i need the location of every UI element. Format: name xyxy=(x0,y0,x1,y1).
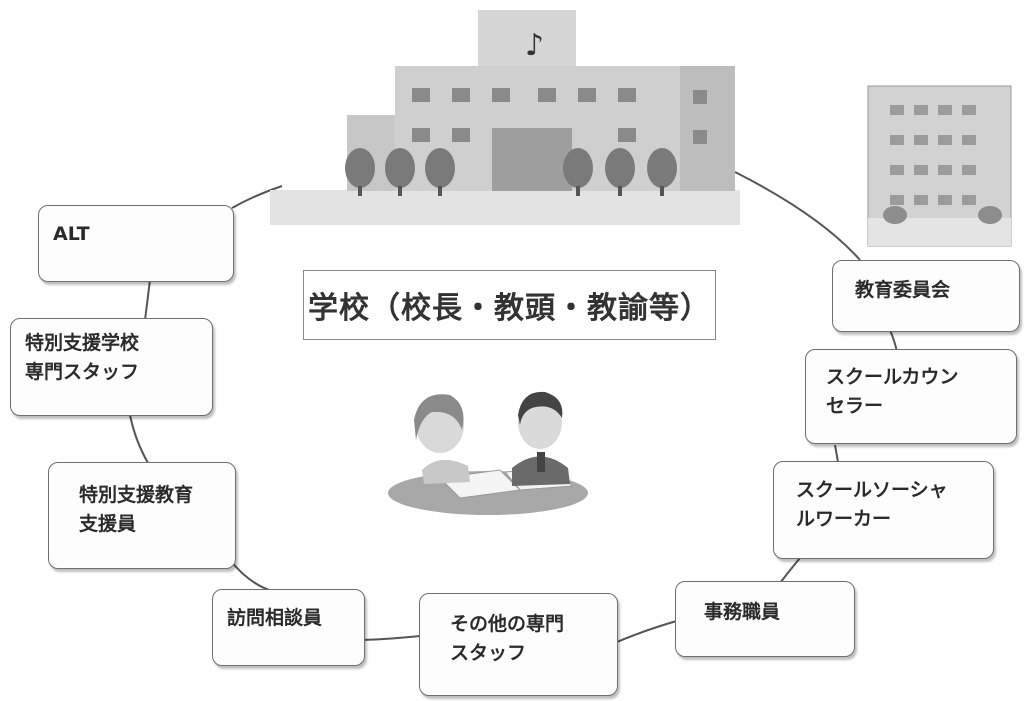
node-board-of-education-label: 教育委員会 xyxy=(855,279,951,301)
connector-special-school-assistant xyxy=(129,414,149,464)
node-visiting-counselor-label: 訪問相談員 xyxy=(227,607,323,629)
svg-text:♪: ♪ xyxy=(525,28,544,63)
node-special-support-assistant-label: 特別支援教育 支援員 xyxy=(79,484,194,536)
node-school-counselor: スクールカウン セラー xyxy=(805,349,1017,444)
node-office-staff: 事務職員 xyxy=(675,581,855,657)
connector-school-board xyxy=(734,171,861,261)
node-visiting-counselor: 訪問相談員 xyxy=(212,589,365,666)
school-building-illustration: ♪ xyxy=(270,10,740,225)
node-other-staff-label: その他の専門 スタッフ xyxy=(450,613,565,665)
node-special-school-staff: 特別支援学校 専門スタッフ xyxy=(10,318,213,416)
connector-social-counselor xyxy=(834,444,839,463)
office-building-illustration xyxy=(867,85,1012,247)
node-alt-label: ALT xyxy=(53,223,90,245)
node-special-support-assistant: 特別支援教育 支援員 xyxy=(48,462,236,569)
node-school-social-worker: スクールソーシャ ルワーカー xyxy=(773,461,994,559)
connector-other-office xyxy=(616,619,681,643)
connector-lines xyxy=(129,171,898,643)
node-other-staff: その他の専門 スタッフ xyxy=(419,593,618,696)
connector-office-social xyxy=(779,557,801,584)
school-center-text: 学校（校長・教頭・教諭等） xyxy=(308,291,711,326)
connector-assistant-visiting xyxy=(229,559,276,593)
node-school-counselor-label: スクールカウン セラー xyxy=(826,366,959,418)
node-alt: ALT xyxy=(38,205,234,282)
school-center-label: 学校（校長・教頭・教諭等） xyxy=(303,270,716,340)
node-board-of-education: 教育委員会 xyxy=(832,260,1020,332)
connector-alt-special-school xyxy=(144,279,151,321)
node-school-social-worker-label: スクールソーシャ ルワーカー xyxy=(796,479,948,531)
connector-school-alt xyxy=(231,185,283,209)
meeting-people-illustration xyxy=(388,391,588,515)
node-special-school-staff-label: 特別支援学校 専門スタッフ xyxy=(25,332,140,384)
node-office-staff-label: 事務職員 xyxy=(704,601,781,623)
